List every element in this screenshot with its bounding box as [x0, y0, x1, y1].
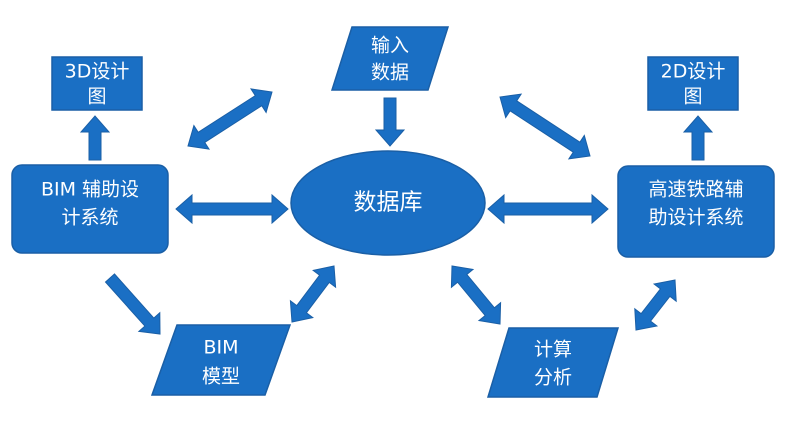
design-2d-label-line1: 2D设计	[661, 61, 726, 83]
input-data-node	[330, 26, 450, 91]
database-label: 数据库	[354, 190, 423, 216]
input-data-label-line2: 数据	[371, 62, 409, 84]
database-node	[290, 150, 486, 256]
arrow-bim-system-to-3d	[79, 115, 111, 161]
hsr-system-label-line1: 高速铁路辅	[648, 179, 743, 201]
hsr-system-node	[617, 165, 775, 258]
bim-system-label-line2: 计系统	[61, 207, 118, 229]
arrow-database-bim-model	[289, 265, 337, 323]
design-3d-node	[51, 56, 143, 111]
design-3d-label-line2: 图	[87, 86, 106, 108]
calc-analysis-node	[486, 327, 620, 398]
arrow-database-hsr-system	[487, 193, 609, 225]
input-data-label-line1: 输入	[371, 35, 409, 57]
arrow-bim-system-database	[175, 193, 289, 225]
calc-analysis-label-line1: 计算	[534, 339, 572, 361]
arrow-hsr-system-calc-analysis	[634, 279, 677, 331]
arrow-bim-system-input	[187, 88, 273, 150]
arrow-database-calc-analysis	[450, 265, 502, 325]
design-3d-label-line1: 3D设计	[65, 61, 130, 83]
bim-model-node	[150, 324, 292, 396]
bim-system-label-line1: BIM 辅助设	[41, 179, 139, 201]
bim-system-node	[11, 164, 169, 254]
hsr-system-label-line2: 助设计系统	[648, 207, 743, 229]
arrow-hsr-system-to-2d	[682, 115, 714, 161]
arrow-input-to-database	[374, 97, 406, 147]
arrow-input-hsr-system	[499, 93, 591, 160]
arrow-bim-system-to-bim-model	[104, 273, 161, 335]
arrows-layer	[79, 88, 714, 335]
calc-analysis-label-line2: 分析	[534, 367, 572, 389]
bim-model-label-line1: BIM	[203, 337, 238, 359]
design-2d-node	[647, 56, 739, 111]
design-2d-label-line2: 图	[683, 86, 702, 108]
bim-model-label-line2: 模型	[202, 366, 240, 388]
